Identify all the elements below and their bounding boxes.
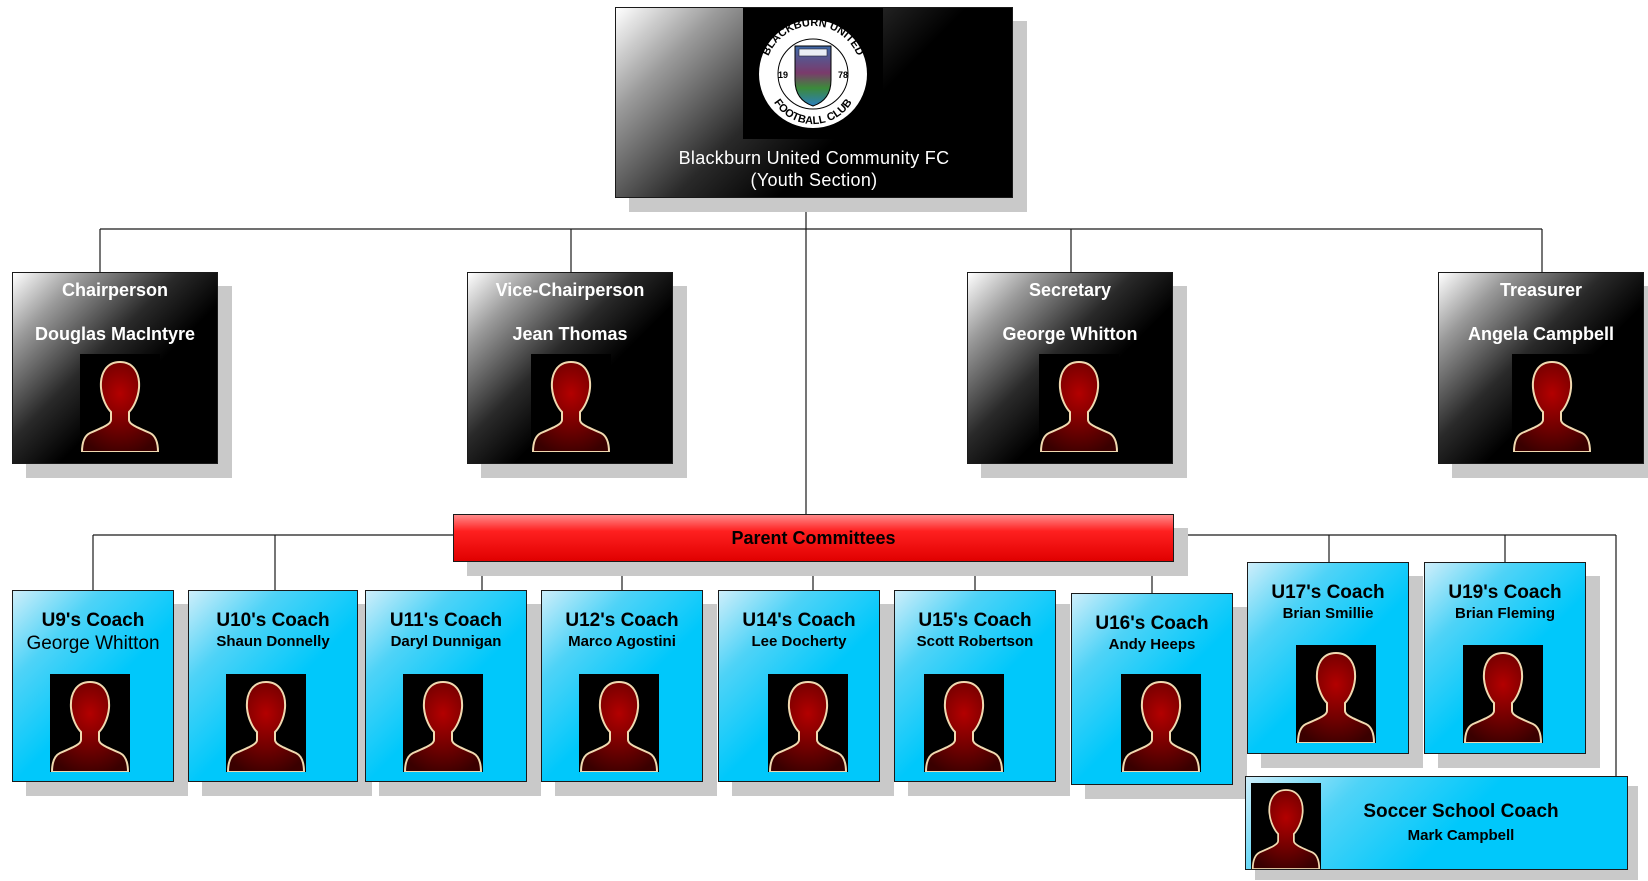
silhouette-icon <box>1296 645 1376 743</box>
silhouette-icon <box>1512 354 1592 452</box>
officer-role: Treasurer <box>1499 280 1583 300</box>
silhouette-icon <box>1251 783 1321 869</box>
silhouette-icon <box>1039 354 1119 452</box>
coach-name: Andy Heeps <box>1108 636 1196 653</box>
coach-name: Brian Smillie <box>1282 605 1374 622</box>
coach-title: U15's Coach <box>918 610 1032 631</box>
officer-name: George Whitton <box>1002 324 1138 344</box>
officer-name: Douglas MacIntyre <box>34 324 196 344</box>
officer-name: Jean Thomas <box>512 324 628 344</box>
coach-title: U9's Coach <box>41 610 145 631</box>
coach-title: U10's Coach <box>216 610 330 631</box>
coach-name: Daryl Dunnigan <box>390 633 502 650</box>
coach-u16: U16's Coach Andy Heeps <box>1071 593 1233 785</box>
coach-title: U12's Coach <box>565 610 679 631</box>
officer-name: Angela Campbell <box>1467 324 1615 344</box>
coach-u19: U19's Coach Brian Fleming <box>1424 562 1586 754</box>
coach-name: Lee Docherty <box>751 633 847 650</box>
coach-u12: U12's Coach Marco Agostini <box>541 590 703 782</box>
coach-title: U11's Coach <box>389 610 503 631</box>
coach-u14: U14's Coach Lee Docherty <box>718 590 880 782</box>
coach-name: Brian Fleming <box>1454 605 1555 622</box>
coach-title: U19's Coach <box>1448 582 1562 603</box>
parent-committees-node: Parent Committees <box>453 514 1174 562</box>
coach-name: George Whitton <box>26 633 160 654</box>
coach-u10: U10's Coach Shaun Donnelly <box>188 590 358 782</box>
officer-chairperson: Chairperson Douglas MacIntyre <box>12 272 218 464</box>
root-subtitle: (Youth Section) <box>750 170 878 190</box>
coach-title: U14's Coach <box>742 610 856 631</box>
committee-label: Parent Committees <box>731 528 896 548</box>
crest-year-left: 19 <box>778 70 788 80</box>
silhouette-icon <box>50 674 130 772</box>
coach-name: Scott Robertson <box>916 633 1034 650</box>
officer-secretary: Secretary George Whitton <box>967 272 1173 464</box>
silhouette-icon <box>1121 674 1201 772</box>
coach-u9: U9's Coach George Whitton <box>12 590 174 782</box>
officer-vice-chairperson: Vice-Chairperson Jean Thomas <box>467 272 673 464</box>
officer-treasurer: Treasurer Angela Campbell <box>1438 272 1644 464</box>
silhouette-icon <box>924 674 1004 772</box>
coach-title: U17's Coach <box>1271 582 1385 603</box>
coach-u11: U11's Coach Daryl Dunnigan <box>365 590 527 782</box>
silhouette-icon <box>579 674 659 772</box>
silhouette-icon <box>226 674 306 772</box>
officer-role: Chairperson <box>61 280 169 300</box>
coach-name: Shaun Donnelly <box>216 633 330 650</box>
officer-role: Secretary <box>1028 280 1112 300</box>
crest-year-right: 78 <box>838 70 848 80</box>
soccer-school-name: Mark Campbell <box>1407 827 1515 844</box>
soccer-school-node: Soccer School Coach Mark Campbell <box>1245 776 1628 870</box>
silhouette-icon <box>403 674 483 772</box>
silhouette-icon <box>768 674 848 772</box>
silhouette-icon <box>80 354 160 452</box>
coach-title: U16's Coach <box>1095 613 1209 634</box>
officer-role: Vice-Chairperson <box>495 280 645 300</box>
coach-u15: U15's Coach Scott Robertson <box>894 590 1056 782</box>
root-node: BLACKBURN UNITED FOOTBALL CLUB 19 78 Bla… <box>615 7 1013 198</box>
silhouette-icon <box>1463 645 1543 743</box>
silhouette-icon <box>531 354 611 452</box>
root-title: Blackburn United Community FC <box>678 148 950 168</box>
soccer-school-title: Soccer School Coach <box>1363 801 1559 822</box>
coach-u17: U17's Coach Brian Smillie <box>1247 562 1409 754</box>
coach-name: Marco Agostini <box>568 633 676 650</box>
club-crest-icon: BLACKBURN UNITED FOOTBALL CLUB 19 78 <box>743 8 883 139</box>
